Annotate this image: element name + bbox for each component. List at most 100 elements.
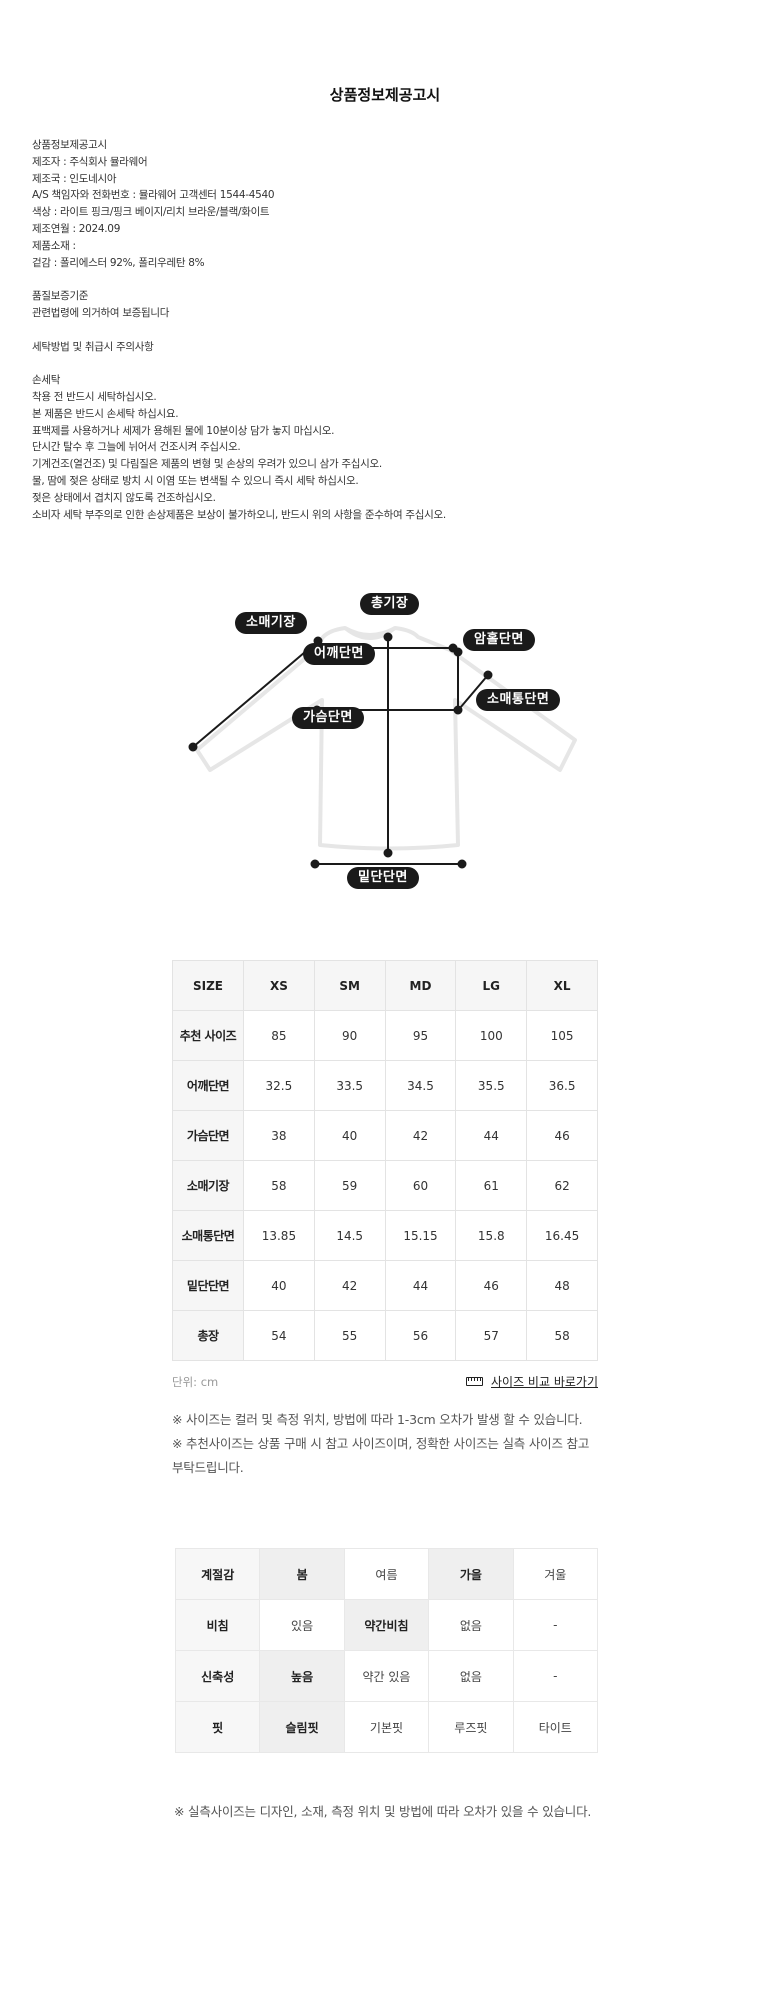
size-row-label: 추천 사이즈 [172, 1010, 244, 1061]
size-cell: 54 [243, 1310, 315, 1361]
size-header-label: SIZE [172, 960, 244, 1011]
info-line: 품질보증기준 [32, 290, 89, 303]
size-cell: 56 [384, 1310, 457, 1361]
info-line [32, 355, 732, 372]
size-cell: 85 [243, 1010, 315, 1061]
info-line: 소비자 세탁 부주의로 인한 손상제품은 보상이 불가하오니, 반드시 위의 사… [32, 508, 446, 521]
size-cell: 40 [313, 1110, 386, 1161]
size-row-label: 밑단단면 [172, 1260, 244, 1311]
size-cell: 44 [384, 1260, 457, 1311]
info-line: 색상 : 라이트 핑크/핑크 베이지/리치 브라운/블랙/화이트 [32, 206, 270, 219]
size-cell: 14.5 [313, 1210, 386, 1261]
size-cell: 61 [455, 1160, 528, 1211]
size-compare-link[interactable]: 사이즈 비교 바로가기 [466, 1373, 598, 1390]
attribute-option-selected: 가을 [428, 1548, 514, 1600]
size-cell: 62 [526, 1160, 598, 1211]
size-cell: 58 [526, 1310, 598, 1361]
info-line: 손세탁 [32, 374, 61, 387]
info-line: 단시간 탈수 후 그늘에 뉘어서 건조시켜 주십시오. [32, 441, 241, 454]
attribute-option: 겨울 [512, 1548, 599, 1600]
size-compare-label[interactable]: 사이즈 비교 바로가기 [491, 1375, 598, 1389]
attribute-option: - [512, 1599, 599, 1651]
label-chest: 가슴단면 [292, 707, 364, 729]
info-line: 상품정보제공고시 [32, 139, 107, 151]
size-cell: 35.5 [455, 1060, 528, 1111]
attribute-label: 계절감 [174, 1548, 261, 1600]
attribute-label: 비침 [174, 1599, 261, 1651]
size-cell: 42 [313, 1260, 386, 1311]
info-line [32, 322, 732, 339]
size-cell: 38 [243, 1110, 315, 1161]
attribute-option: 약간 있음 [343, 1650, 430, 1702]
size-note: ※ 추천사이즈는 상품 구매 시 참고 사이즈이며, 정확한 사이즈는 실측 사… [172, 1436, 590, 1475]
info-line: 제조국 : 인도네시아 [32, 172, 117, 185]
page-title: 상품정보제공고시 [329, 86, 441, 104]
size-cell: 15.15 [384, 1210, 457, 1261]
size-cell: 36.5 [526, 1060, 598, 1111]
size-notes: ※ 사이즈는 컬러 및 측정 위치, 방법에 따라 1-3cm 오차가 발생 할… [172, 1408, 600, 1480]
label-sleeve-width: 소매통단면 [476, 689, 561, 711]
size-column-header: MD [384, 960, 457, 1011]
size-cell: 34.5 [384, 1060, 457, 1111]
label-hem: 밑단단면 [347, 867, 419, 889]
info-line: 표백제를 사용하거나 세제가 용해된 물에 10분이상 담가 놓지 마십시오. [32, 424, 335, 437]
size-cell: 100 [455, 1010, 528, 1061]
info-line: 제품소재 : [32, 239, 76, 252]
attribute-option: 여름 [343, 1548, 430, 1600]
info-line: 기계건조(열건조) 및 다림질은 제품의 변형 및 손상의 우려가 있으니 삼가… [32, 458, 382, 471]
label-shoulder: 어깨단면 [303, 643, 375, 665]
measurement-note: ※ 실측사이즈는 디자인, 소재, 측정 위치 및 방법에 따라 오차가 있을 … [174, 1804, 592, 1819]
size-row-label: 소매기장 [172, 1160, 244, 1211]
attribute-option: 기본핏 [343, 1701, 430, 1753]
info-line: 물, 땀에 젖은 상태로 방치 시 이염 또는 변색될 수 있으니 즉시 세탁 … [32, 474, 359, 487]
size-cell: 55 [313, 1310, 386, 1361]
size-row-label: 총장 [172, 1310, 244, 1361]
size-cell: 57 [455, 1310, 528, 1361]
attribute-option-selected: 높음 [259, 1650, 345, 1702]
size-note: ※ 사이즈는 컬러 및 측정 위치, 방법에 따라 1-3cm 오차가 발생 할… [172, 1412, 583, 1427]
size-row-label: 소매통단면 [172, 1210, 244, 1261]
info-line: 착용 전 반드시 세탁하십시오. [32, 390, 157, 403]
attribute-option: 루즈핏 [428, 1701, 514, 1753]
size-cell: 46 [455, 1260, 528, 1311]
size-cell: 60 [384, 1160, 457, 1211]
info-line: 본 제품은 반드시 손세탁 하십시요. [32, 407, 179, 420]
attribute-option: 있음 [259, 1599, 345, 1651]
size-cell: 33.5 [313, 1060, 386, 1111]
size-row-label: 가슴단면 [172, 1110, 244, 1161]
info-line: 세탁방법 및 취급시 주의사항 [32, 340, 154, 353]
size-column-header: XS [243, 960, 315, 1011]
size-cell: 46 [526, 1110, 598, 1161]
size-cell: 42 [384, 1110, 457, 1161]
label-total-length: 총기장 [360, 593, 420, 615]
size-column-header: LG [455, 960, 528, 1011]
info-line [32, 271, 732, 288]
size-cell: 15.8 [455, 1210, 528, 1261]
size-cell: 90 [313, 1010, 386, 1061]
label-sleeve-length: 소매기장 [235, 612, 307, 634]
size-cell: 58 [243, 1160, 315, 1211]
size-cell: 16.45 [526, 1210, 598, 1261]
attribute-option: 없음 [428, 1650, 514, 1702]
size-cell: 13.85 [243, 1210, 315, 1261]
info-line: 제조자 : 주식회사 뮬라웨어 [32, 155, 148, 168]
measurement-diagram: 총기장 소매기장 암홀단면 어깨단면 소매통단면 가슴단면 밑단단면 [180, 590, 580, 890]
size-column-header: SM [313, 960, 386, 1011]
size-column-header: XL [526, 960, 598, 1011]
attribute-label: 핏 [174, 1701, 261, 1753]
attribute-option-selected: 약간비침 [343, 1599, 430, 1651]
info-line: 제조연월 : 2024.09 [32, 222, 121, 235]
attribute-option: 없음 [428, 1599, 514, 1651]
